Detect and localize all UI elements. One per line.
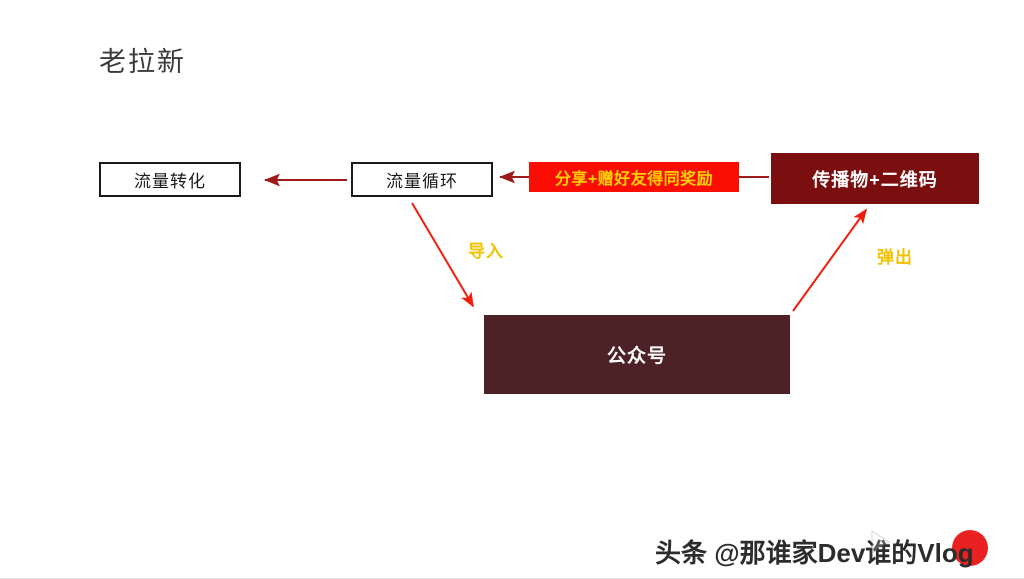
node-official-account[interactable]: 公众号 [484, 315, 790, 394]
node-share-reward[interactable]: 分享+赠好友得同奖励 [529, 162, 739, 192]
arrow-cycle-to-official [411, 202, 474, 308]
watermark-logo-icon [952, 530, 988, 566]
edge-label-import: 导入 [468, 242, 504, 261]
edge-label-popup: 弹出 [877, 248, 913, 267]
node-traffic-conversion[interactable]: 流量转化 [99, 162, 241, 197]
watermark: 头条 @那谁家Dev谁的Vlog [655, 530, 988, 570]
page-title: 老拉新 [99, 47, 186, 77]
arrow-official-to-material [792, 208, 868, 312]
node-material-qrcode[interactable]: 传播物+二维码 [771, 153, 979, 204]
watermark-text: 头条 @那谁家Dev谁的Vlog [655, 538, 974, 568]
play-icon [871, 529, 891, 555]
node-traffic-cycle[interactable]: 流量循环 [351, 162, 493, 197]
